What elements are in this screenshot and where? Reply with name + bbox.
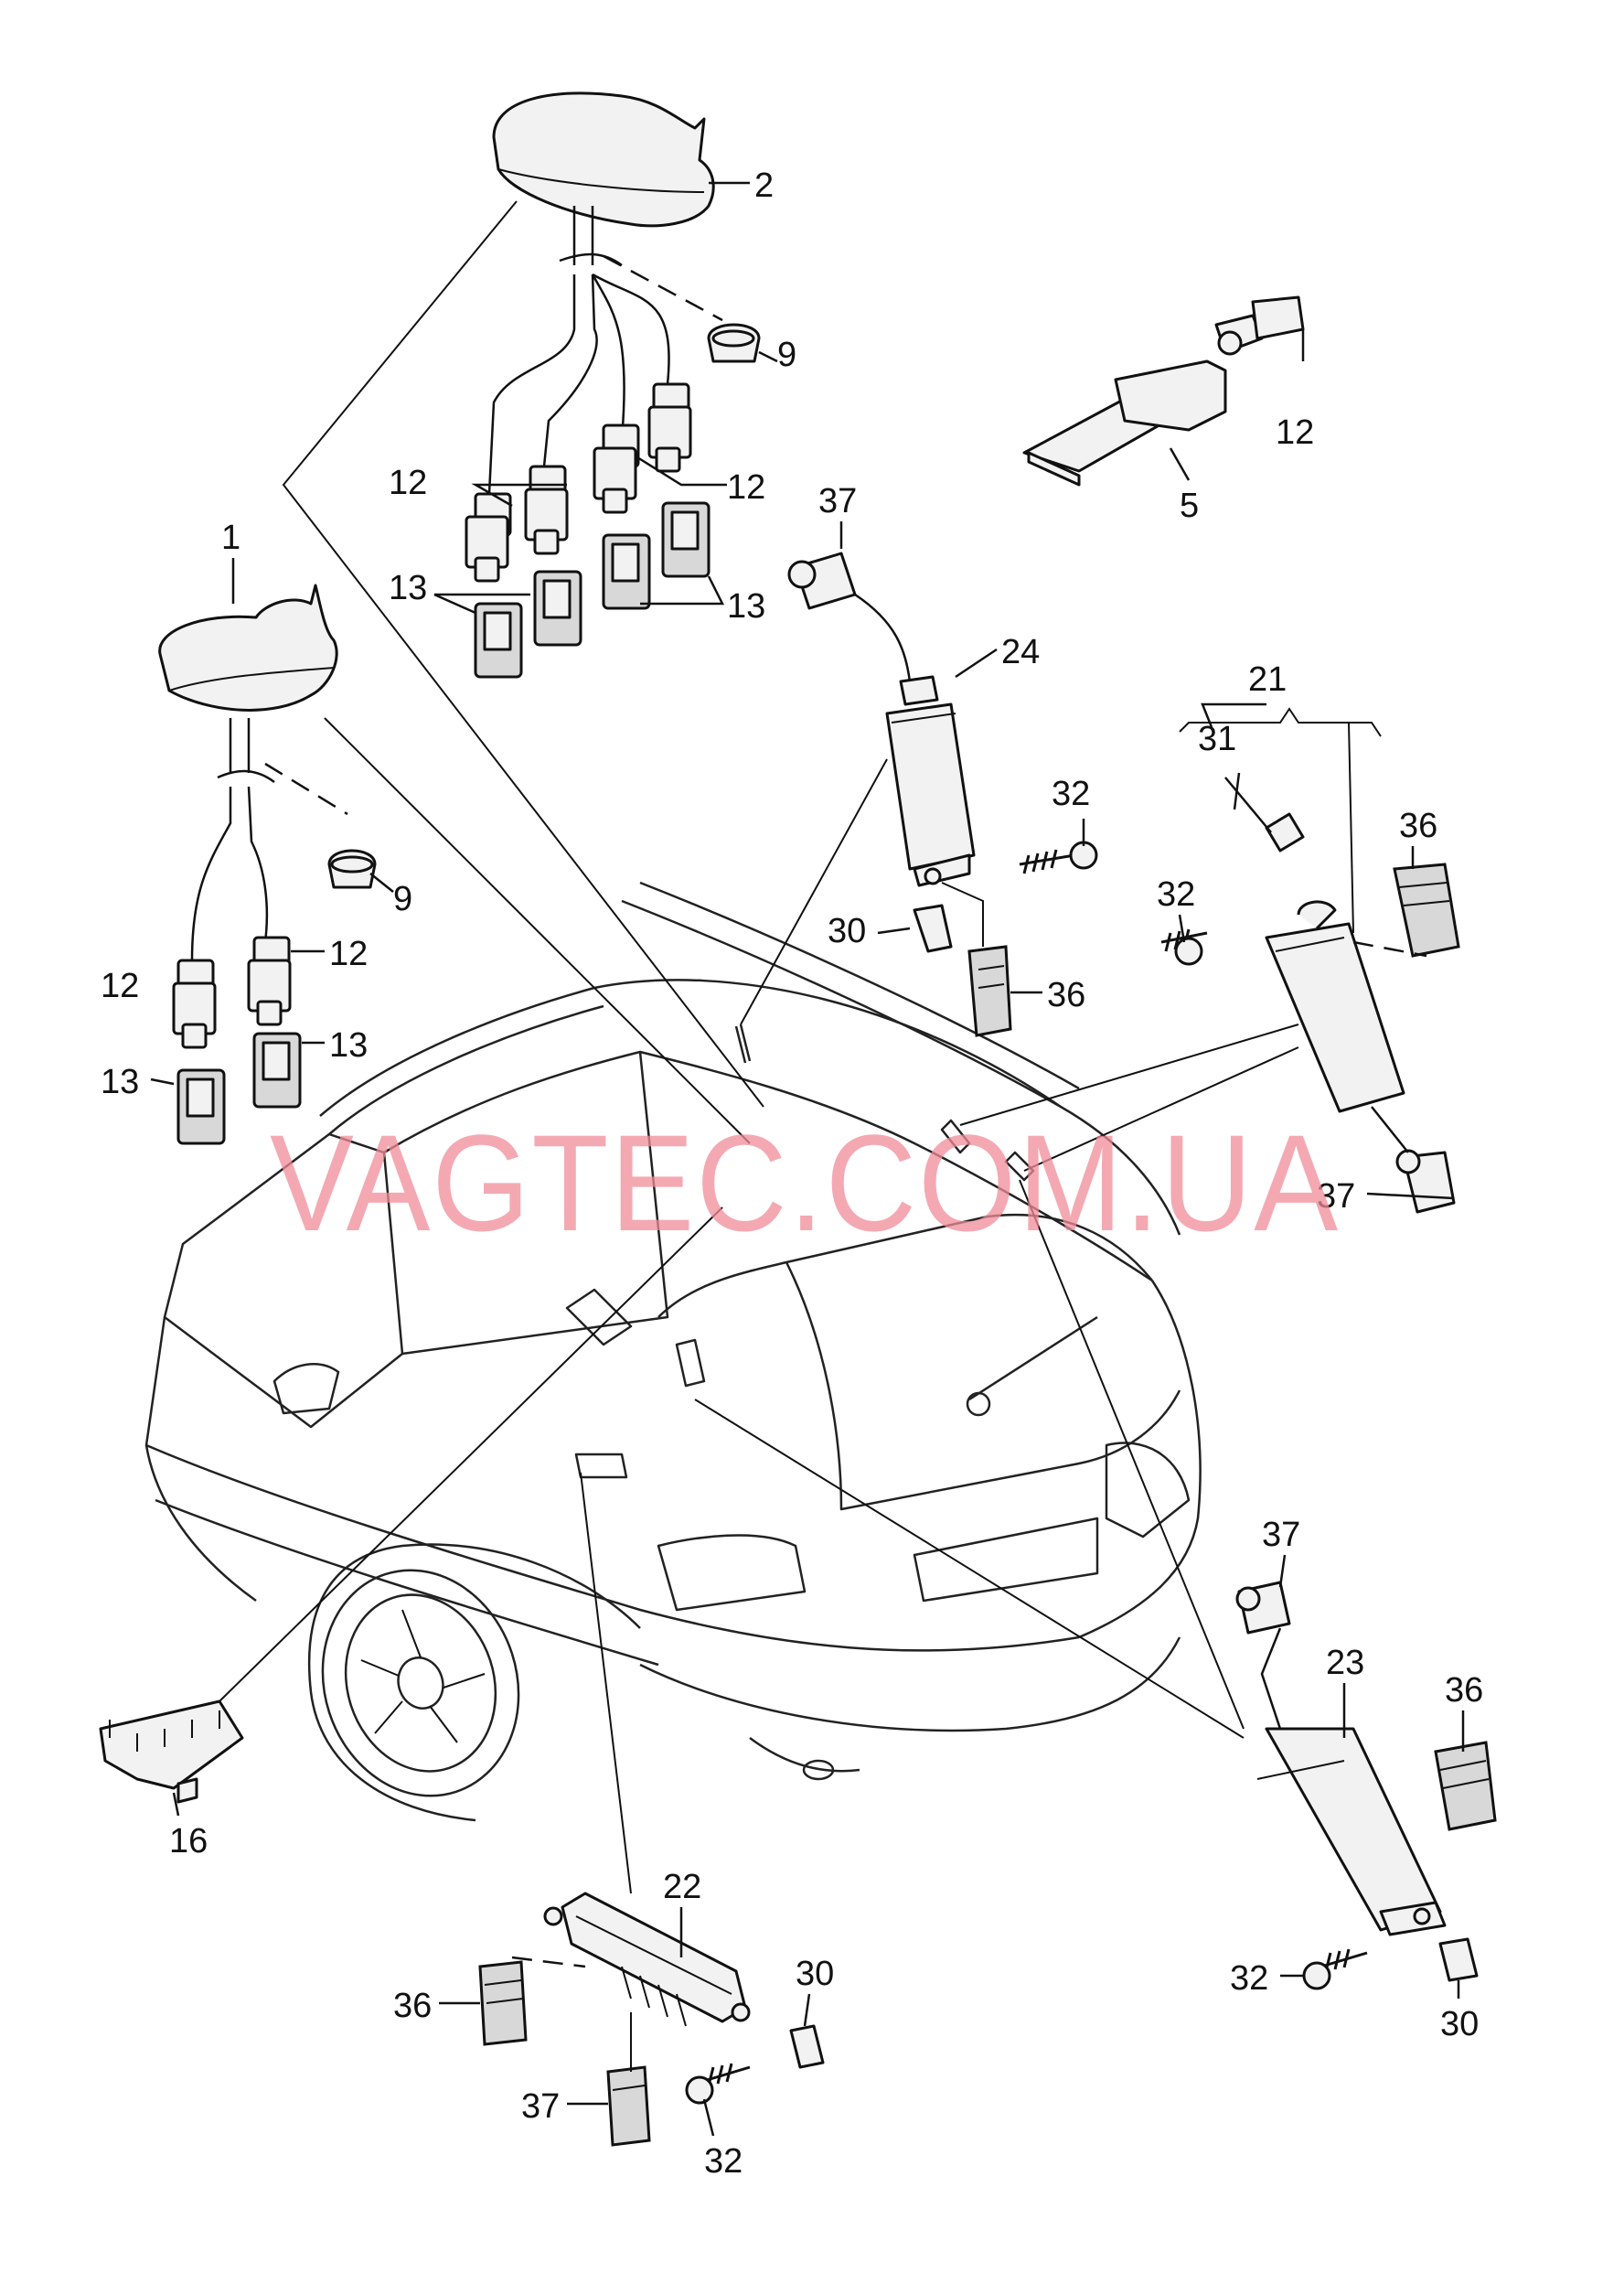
callout-13: 13 xyxy=(727,587,765,626)
callout-9: 9 xyxy=(393,880,412,918)
callout-30: 30 xyxy=(828,912,866,950)
amplifier-21 xyxy=(1160,707,1460,1214)
callout-13: 13 xyxy=(101,1063,139,1101)
callout-1: 1 xyxy=(221,519,240,557)
callout-32: 32 xyxy=(1157,875,1195,914)
callout-21: 21 xyxy=(1248,660,1287,699)
amplifier-24 xyxy=(787,552,1098,1037)
callout-12: 12 xyxy=(389,464,427,502)
callout-37: 37 xyxy=(521,2087,560,2126)
amplifier-23 xyxy=(1235,1581,1497,1990)
callout-5: 5 xyxy=(1180,487,1199,525)
callout-32: 32 xyxy=(1230,1959,1268,1998)
callout-13: 13 xyxy=(329,1026,368,1065)
callout-30: 30 xyxy=(796,1955,834,1993)
callout-12: 12 xyxy=(101,967,139,1005)
callout-22: 22 xyxy=(663,1868,701,1906)
callout-32: 32 xyxy=(704,2142,743,2181)
roof-antenna-upper xyxy=(465,91,761,679)
callout-36: 36 xyxy=(1399,807,1437,845)
callout-36: 36 xyxy=(1445,1671,1483,1710)
roof-antenna-lower xyxy=(158,584,377,1145)
callout-16: 16 xyxy=(169,1822,208,1860)
bracket-16 xyxy=(99,1699,244,1804)
callout-12: 12 xyxy=(1276,413,1314,452)
callout-9: 9 xyxy=(777,336,796,374)
module-5 xyxy=(1022,295,1305,487)
callout-37: 37 xyxy=(1262,1516,1300,1554)
module-22 xyxy=(478,1892,825,2147)
callout-2: 2 xyxy=(754,166,774,205)
callout-37: 37 xyxy=(1317,1177,1355,1216)
callout-23: 23 xyxy=(1326,1644,1364,1682)
callout-30: 30 xyxy=(1440,2005,1479,2043)
callout-31: 31 xyxy=(1198,720,1236,758)
callout-13: 13 xyxy=(389,569,427,607)
callout-32: 32 xyxy=(1052,775,1090,813)
callout-12: 12 xyxy=(329,935,368,973)
callout-12: 12 xyxy=(727,468,765,507)
callout-labels: 2 9 12 12 12 5 37 1 13 13 24 21 31 32 36… xyxy=(101,166,1483,2181)
car-body xyxy=(144,881,1202,1822)
callout-36: 36 xyxy=(1047,976,1085,1014)
callout-37: 37 xyxy=(818,482,857,520)
leader-lines xyxy=(150,181,1465,2137)
callout-24: 24 xyxy=(1001,633,1040,671)
watermark-text: VAGTEC.COM.UA xyxy=(270,1106,1340,1260)
callout-36: 36 xyxy=(393,1987,432,2025)
